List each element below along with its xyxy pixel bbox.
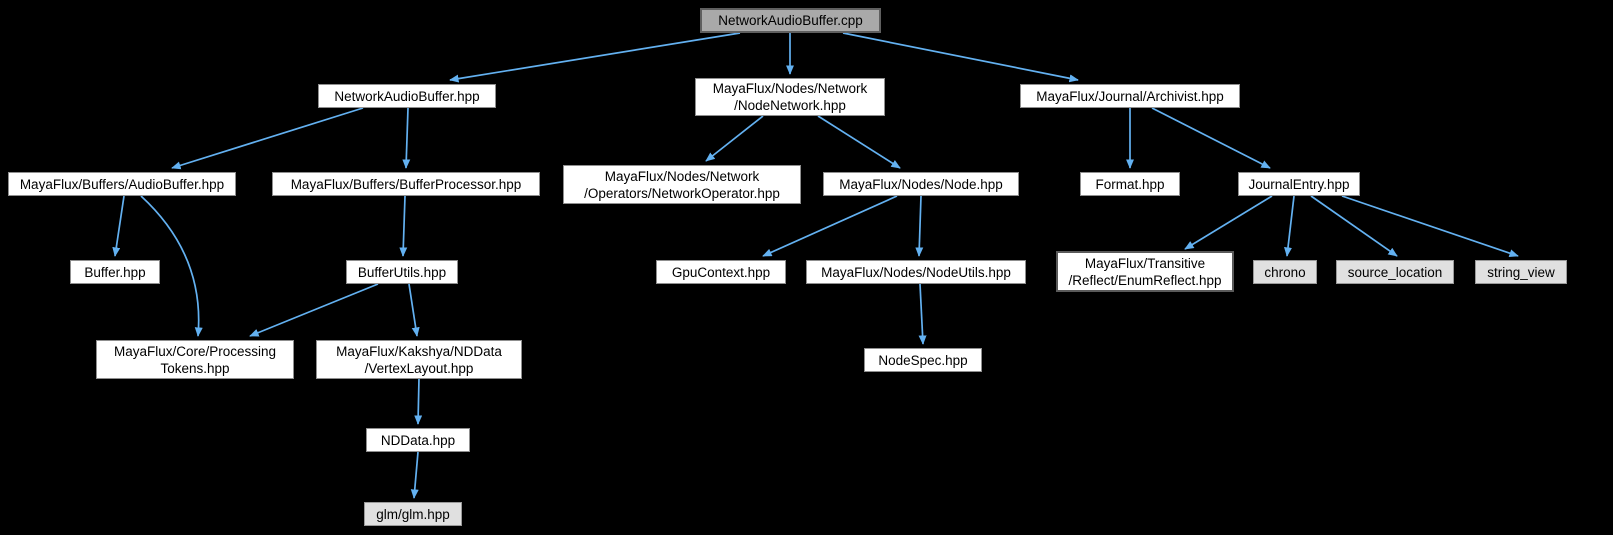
edge-networkaudiobuffer-hpp-to-bufferprocessor-hpp xyxy=(402,107,411,169)
edge-nddata-hpp-to-glm-glm-hpp xyxy=(410,451,419,499)
edge-audiobuffer-hpp-to-buffer-hpp xyxy=(112,195,125,257)
node-label: BufferUtils.hpp xyxy=(357,264,447,280)
node-format-hpp[interactable]: Format.hpp xyxy=(1080,172,1180,196)
edge-journalentry-hpp-to-source-location xyxy=(1310,195,1398,257)
node-label: MayaFlux/Buffers/BufferProcessor.hpp xyxy=(290,176,522,192)
node-label: MayaFlux/Nodes/Network /Operators/Networ… xyxy=(584,168,780,201)
edge-nodenetwork-hpp-to-node-hpp xyxy=(817,115,901,169)
node-label: source_location xyxy=(1347,264,1443,280)
node-vertexlayout-hpp[interactable]: MayaFlux/Kakshya/NDData /VertexLayout.hp… xyxy=(316,340,522,379)
node-string-view[interactable]: string_view xyxy=(1475,260,1567,284)
node-label: JournalEntry.hpp xyxy=(1248,176,1350,192)
node-label: NetworkAudioBuffer.cpp xyxy=(718,13,863,28)
node-label: NDData.hpp xyxy=(380,432,456,448)
edge-cpp-to-archivist-hpp xyxy=(842,32,1079,83)
node-enumreflect-hpp[interactable]: MayaFlux/Transitive /Reflect/EnumReflect… xyxy=(1056,251,1234,292)
node-label: Buffer.hpp xyxy=(84,264,146,280)
edge-journalentry-hpp-to-string-view xyxy=(1341,195,1519,258)
node-label: MayaFlux/Nodes/Node.hpp xyxy=(839,176,1003,192)
node-label: NetworkAudioBuffer.hpp xyxy=(334,88,480,104)
node-chrono[interactable]: chrono xyxy=(1253,260,1317,284)
edge-cpp-to-networkaudiobuffer-hpp xyxy=(449,32,741,83)
edge-networkaudiobuffer-hpp-to-audiobuffer-hpp xyxy=(171,107,364,170)
node-processingtokens-hpp[interactable]: MayaFlux/Core/Processing Tokens.hpp xyxy=(96,340,294,379)
edge-node-hpp-to-gpucontext-hpp xyxy=(762,195,898,257)
edge-bufferutils-hpp-to-processingtokens-hpp xyxy=(249,283,379,337)
node-nddata-hpp[interactable]: NDData.hpp xyxy=(366,428,470,452)
node-label: MayaFlux/Nodes/Network /NodeNetwork.hpp xyxy=(712,81,868,113)
node-audiobuffer-hpp[interactable]: MayaFlux/Buffers/AudioBuffer.hpp xyxy=(8,172,236,196)
node-journalentry-hpp[interactable]: JournalEntry.hpp xyxy=(1238,172,1360,196)
edge-bufferprocessor-hpp-to-bufferutils-hpp xyxy=(399,195,408,257)
node-label: NodeSpec.hpp xyxy=(878,352,968,368)
node-label: MayaFlux/Buffers/AudioBuffer.hpp xyxy=(19,176,225,192)
node-gpucontext-hpp[interactable]: GpuContext.hpp xyxy=(656,260,786,284)
node-nodenetwork-hpp[interactable]: MayaFlux/Nodes/Network /NodeNetwork.hpp xyxy=(695,78,885,116)
node-label: Format.hpp xyxy=(1095,176,1165,192)
edge-node-hpp-to-nodeutils-hpp xyxy=(915,195,924,257)
node-label: MayaFlux/Kakshya/NDData /VertexLayout.hp… xyxy=(336,343,502,376)
node-networkaudiobuffer-hpp[interactable]: NetworkAudioBuffer.hpp xyxy=(318,84,496,108)
node-label: MayaFlux/Transitive /Reflect/EnumReflect… xyxy=(1068,255,1222,288)
node-nodespec-hpp[interactable]: NodeSpec.hpp xyxy=(864,348,982,372)
edge-nodeutils-hpp-to-nodespec-hpp xyxy=(918,283,927,345)
node-source-location[interactable]: source_location xyxy=(1336,260,1454,284)
node-label: MayaFlux/Nodes/NodeUtils.hpp xyxy=(821,264,1011,280)
edge-archivist-hpp-to-journalentry-hpp xyxy=(1151,107,1271,169)
node-label: glm/glm.hpp xyxy=(376,506,450,522)
node-glm-glm-hpp[interactable]: glm/glm.hpp xyxy=(364,502,462,526)
edge-nodenetwork-hpp-to-networkoperator-hpp xyxy=(705,115,764,162)
edge-bufferutils-hpp-to-vertexlayout-hpp xyxy=(408,283,420,337)
edge-journalentry-hpp-to-chrono xyxy=(1284,195,1295,257)
node-node-hpp[interactable]: MayaFlux/Nodes/Node.hpp xyxy=(823,172,1019,196)
node-networkaudiobuffer-cpp[interactable]: NetworkAudioBuffer.cpp xyxy=(700,8,881,33)
edge-audiobuffer-hpp-to-processingtokens-hpp xyxy=(140,195,203,337)
node-label: chrono xyxy=(1264,264,1306,280)
node-archivist-hpp[interactable]: MayaFlux/Journal/Archivist.hpp xyxy=(1020,84,1240,108)
node-label: string_view xyxy=(1487,264,1555,280)
node-label: MayaFlux/Journal/Archivist.hpp xyxy=(1036,88,1224,104)
node-networkoperator-hpp[interactable]: MayaFlux/Nodes/Network /Operators/Networ… xyxy=(563,165,801,204)
node-label: GpuContext.hpp xyxy=(671,264,771,280)
node-buffer-hpp[interactable]: Buffer.hpp xyxy=(70,260,160,284)
node-label: MayaFlux/Core/Processing Tokens.hpp xyxy=(113,343,277,376)
node-bufferutils-hpp[interactable]: BufferUtils.hpp xyxy=(346,260,458,284)
edge-vertexlayout-hpp-to-nddata-hpp xyxy=(414,377,423,425)
node-nodeutils-hpp[interactable]: MayaFlux/Nodes/NodeUtils.hpp xyxy=(806,260,1026,284)
edge-journalentry-hpp-to-enumreflect-hpp xyxy=(1184,195,1273,250)
node-bufferprocessor-hpp[interactable]: MayaFlux/Buffers/BufferProcessor.hpp xyxy=(272,172,540,196)
